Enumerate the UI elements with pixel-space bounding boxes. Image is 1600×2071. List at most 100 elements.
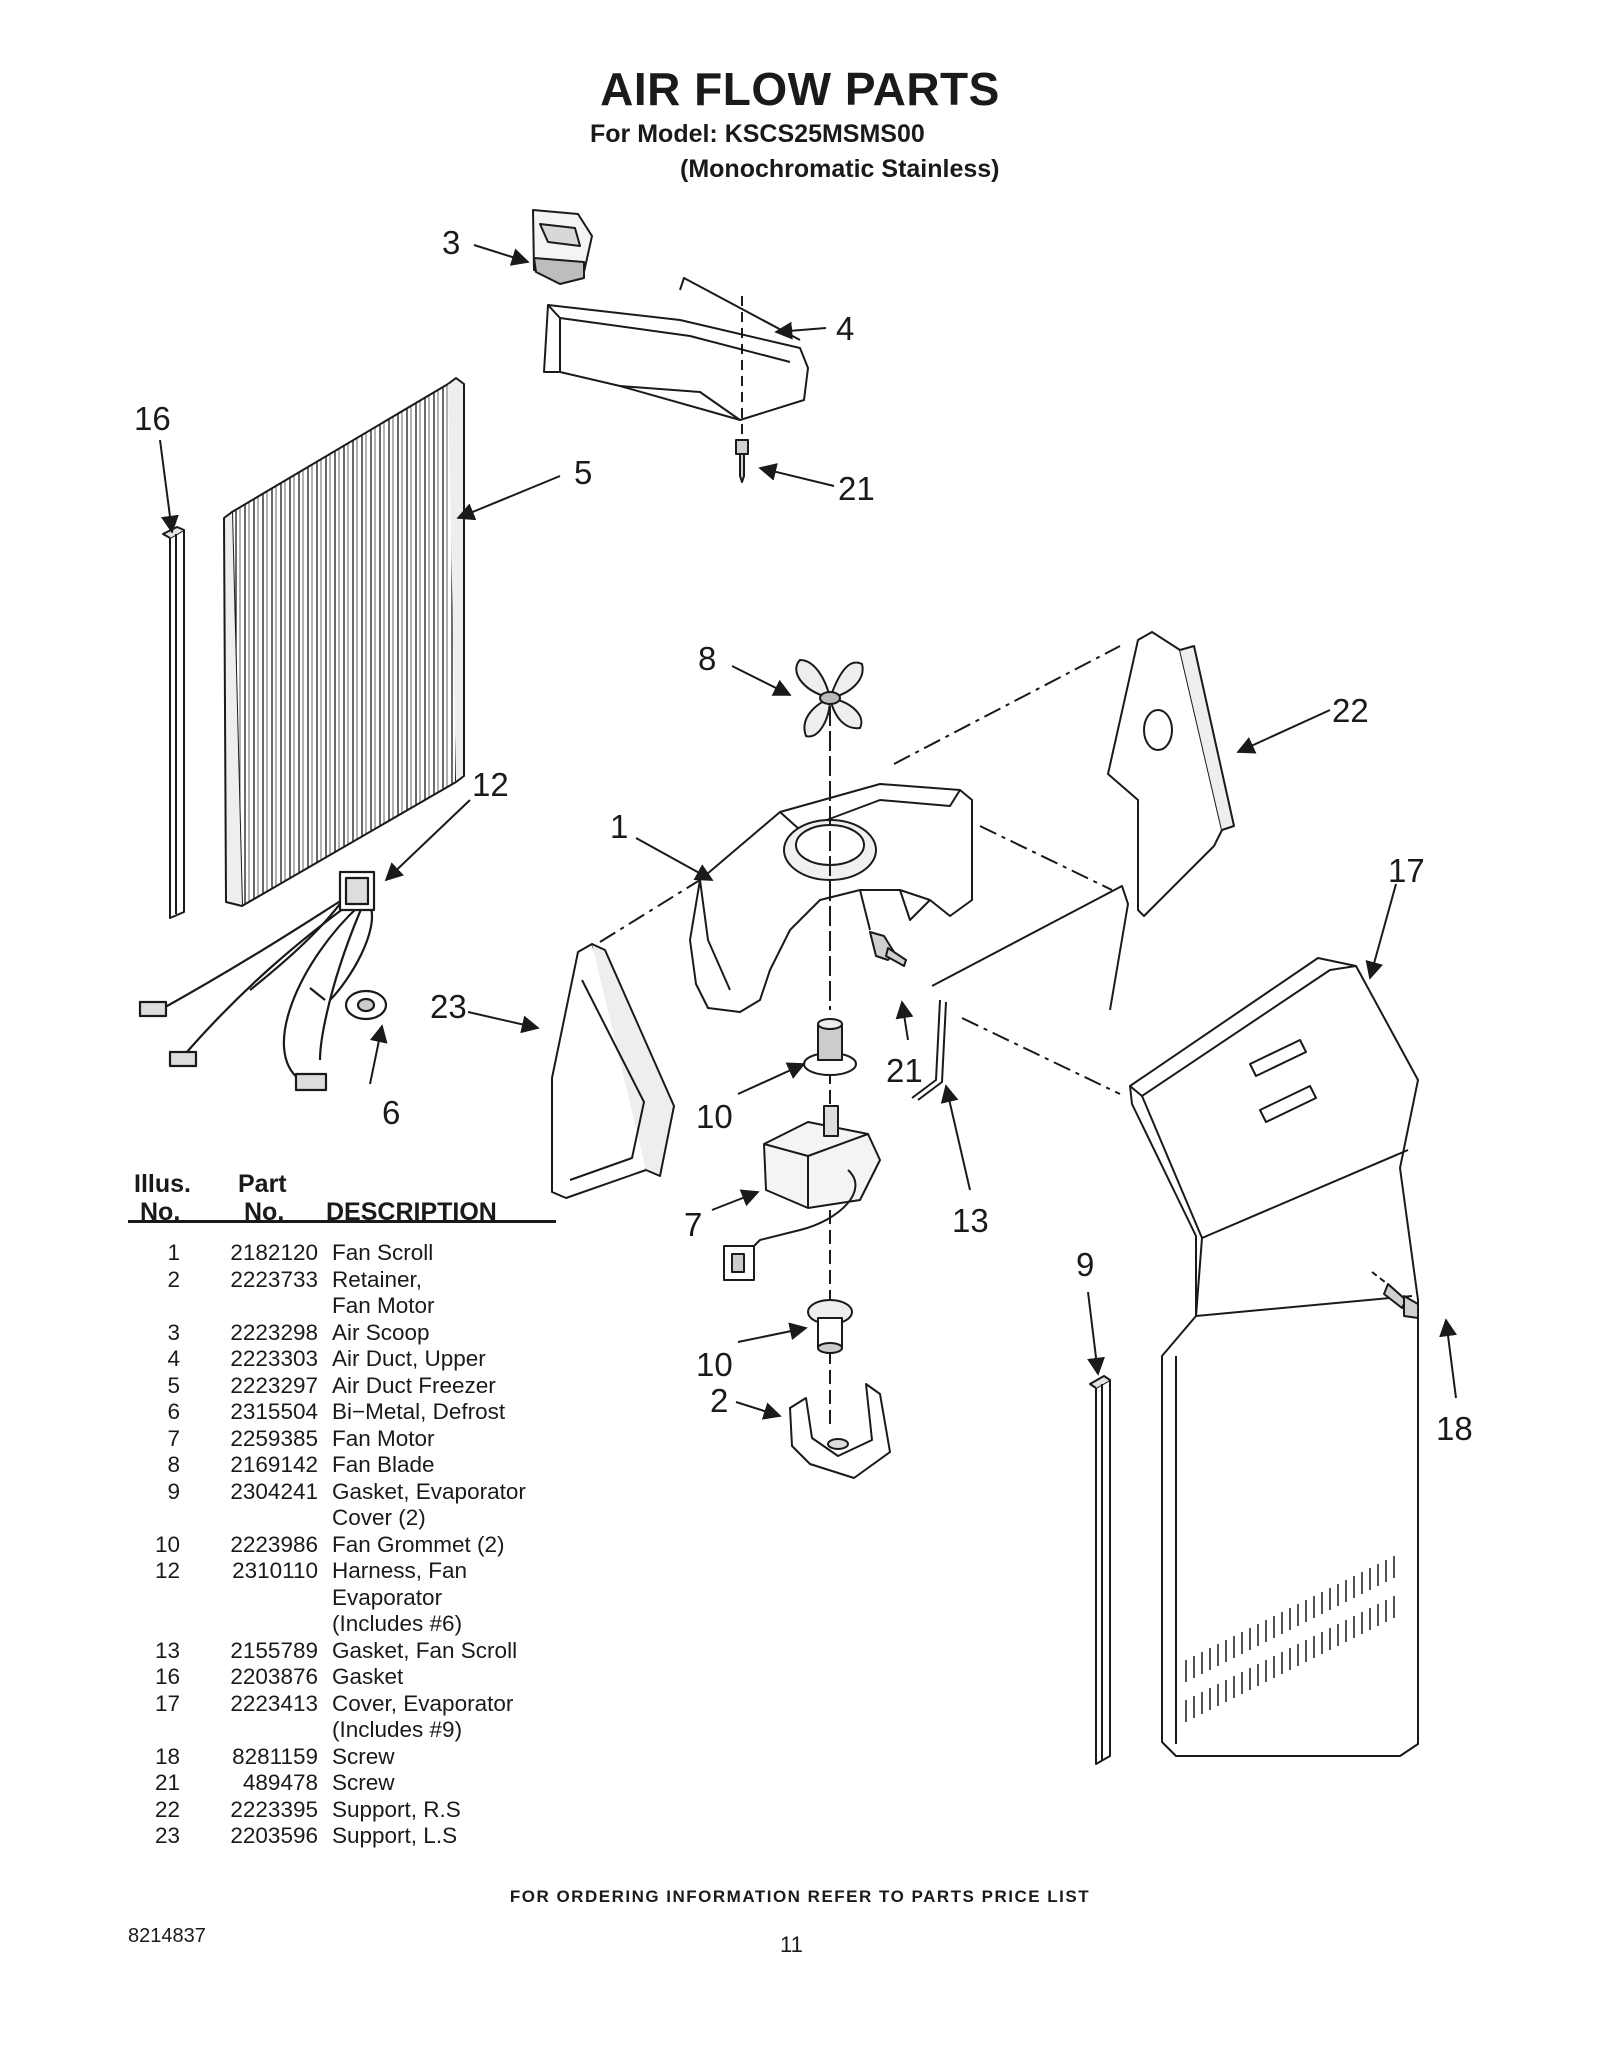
callout-17: 17 [1388, 852, 1425, 889]
description-cell: Retainer, [332, 1266, 423, 1292]
part-no-cell: 2223733 [230, 1266, 318, 1292]
table-row: 18 8281159 Screw [128, 1744, 592, 1771]
part-no-cell: 2169142 [230, 1452, 318, 1477]
callout-21-top: 21 [838, 470, 875, 507]
description-cell: Screw [332, 1743, 395, 1769]
illus-no-cell [128, 1505, 180, 1532]
assembly-axis-mid [979, 825, 1113, 891]
illus-no-cell [128, 1293, 180, 1320]
callout-13: 13 [952, 1202, 989, 1239]
part-no-cell [180, 1505, 318, 1532]
fan-blade-part [795, 659, 864, 738]
part-no-cell [180, 1585, 318, 1612]
description-cell: Evaporator [332, 1584, 443, 1610]
illus-no-cell: 7 [167, 1425, 180, 1451]
illus-no-cell: 18 [154, 1743, 180, 1769]
callout-10-lower: 10 [696, 1346, 733, 1383]
callout-9: 9 [1076, 1246, 1094, 1283]
part-no-cell: 2315504 [230, 1399, 318, 1424]
illus-no-cell [128, 1585, 180, 1612]
table-row: 23 2203596 Support, L.S [128, 1823, 592, 1850]
description-cell: Fan Blade [332, 1452, 435, 1477]
description-cell: Air Duct Freezer [332, 1372, 496, 1398]
illus-no-cell: 9 [167, 1478, 180, 1504]
illus-no-cell: 4 [167, 1346, 180, 1371]
model-line: For Model: KSCS25MSMS00 [590, 120, 925, 148]
description-cell: Fan Motor [332, 1425, 435, 1451]
air-duct-upper-part [543, 277, 809, 421]
part-no-cell: 2182120 [230, 1240, 318, 1265]
cover-screw-axis [1371, 1271, 1391, 1287]
part-no-cell: 489478 [242, 1770, 318, 1795]
evaporator-cover-part [1129, 957, 1419, 1757]
illus-no-cell: 23 [154, 1823, 180, 1848]
part-no-cell: 2304241 [230, 1478, 318, 1504]
part-no-cell: 2310110 [232, 1558, 318, 1583]
page-number: 11 [780, 1932, 803, 1957]
assembly-axis-top [893, 645, 1121, 765]
callout-7: 7 [684, 1206, 702, 1243]
document-number: 8214837 [128, 1925, 206, 1947]
part-no-cell: 2223303 [230, 1346, 318, 1371]
gasket-cover-strip-part [1089, 1375, 1111, 1765]
callout-2: 2 [710, 1382, 728, 1419]
table-row: 2 2223733 Retainer, [128, 1267, 592, 1294]
description-cell: Fan Motor [332, 1293, 435, 1318]
part-no-cell: 2223297 [230, 1372, 318, 1398]
callout-12: 12 [472, 766, 509, 803]
ordering-note: FOR ORDERING INFORMATION REFER TO PARTS … [509, 1887, 1091, 1906]
callout-4: 4 [836, 310, 854, 347]
illus-no-cell: 13 [154, 1637, 180, 1663]
table-header-rule [128, 1220, 556, 1223]
gasket-strip-part [162, 526, 185, 919]
illus-no-cell: 2 [167, 1266, 180, 1292]
callout-3: 3 [442, 224, 460, 261]
callout-16: 16 [134, 400, 171, 437]
callout-18: 18 [1436, 1410, 1473, 1447]
illus-no-cell: 10 [154, 1531, 180, 1557]
screw-cover-part [1383, 1283, 1419, 1319]
table-row: 7 2259385 Fan Motor [128, 1426, 592, 1453]
part-no-cell: 8281159 [232, 1743, 318, 1769]
description-cell: Cover (2) [332, 1505, 426, 1530]
part-header-line1: Part [238, 1170, 287, 1198]
description-cell: Gasket, Fan Scroll [332, 1637, 518, 1663]
part-no-cell: 2259385 [230, 1425, 318, 1451]
callout-labels: 3 4 16 5 21 8 22 12 1 17 23 21 6 10 7 13… [134, 224, 1473, 1447]
illus-no-cell: 16 [154, 1664, 180, 1689]
part-no-cell: 2203596 [230, 1823, 318, 1848]
callout-22: 22 [1332, 692, 1369, 729]
part-no-cell: 2223413 [230, 1690, 318, 1716]
retainer-part [789, 1383, 891, 1479]
description-cell: Air Duct, Upper [332, 1346, 486, 1371]
support-left-part [551, 943, 675, 1199]
callout-10-upper: 10 [696, 1098, 733, 1135]
part-no-cell: 2203876 [230, 1664, 318, 1689]
description-cell: Harness, Fan [332, 1558, 468, 1583]
part-no-cell [180, 1611, 318, 1638]
assembly-axis-left [599, 879, 701, 943]
description-cell: (Includes #6) [332, 1611, 463, 1636]
description-cell: Support, L.S [332, 1823, 458, 1848]
description-cell: Air Scoop [332, 1319, 430, 1345]
fan-grommet-upper-part [803, 1018, 857, 1076]
illus-no-cell: 8 [167, 1452, 180, 1477]
fan-motor-part [723, 1105, 881, 1281]
fan-harness-part [138, 870, 388, 1092]
description-cell: Fan Scroll [332, 1240, 434, 1265]
table-row: (Includes #9) [128, 1717, 592, 1744]
table-row: 4 2223303 Air Duct, Upper [128, 1346, 592, 1373]
callout-1: 1 [610, 808, 628, 845]
table-row: Evaporator [128, 1585, 592, 1612]
description-cell: Support, R.S [332, 1796, 461, 1822]
